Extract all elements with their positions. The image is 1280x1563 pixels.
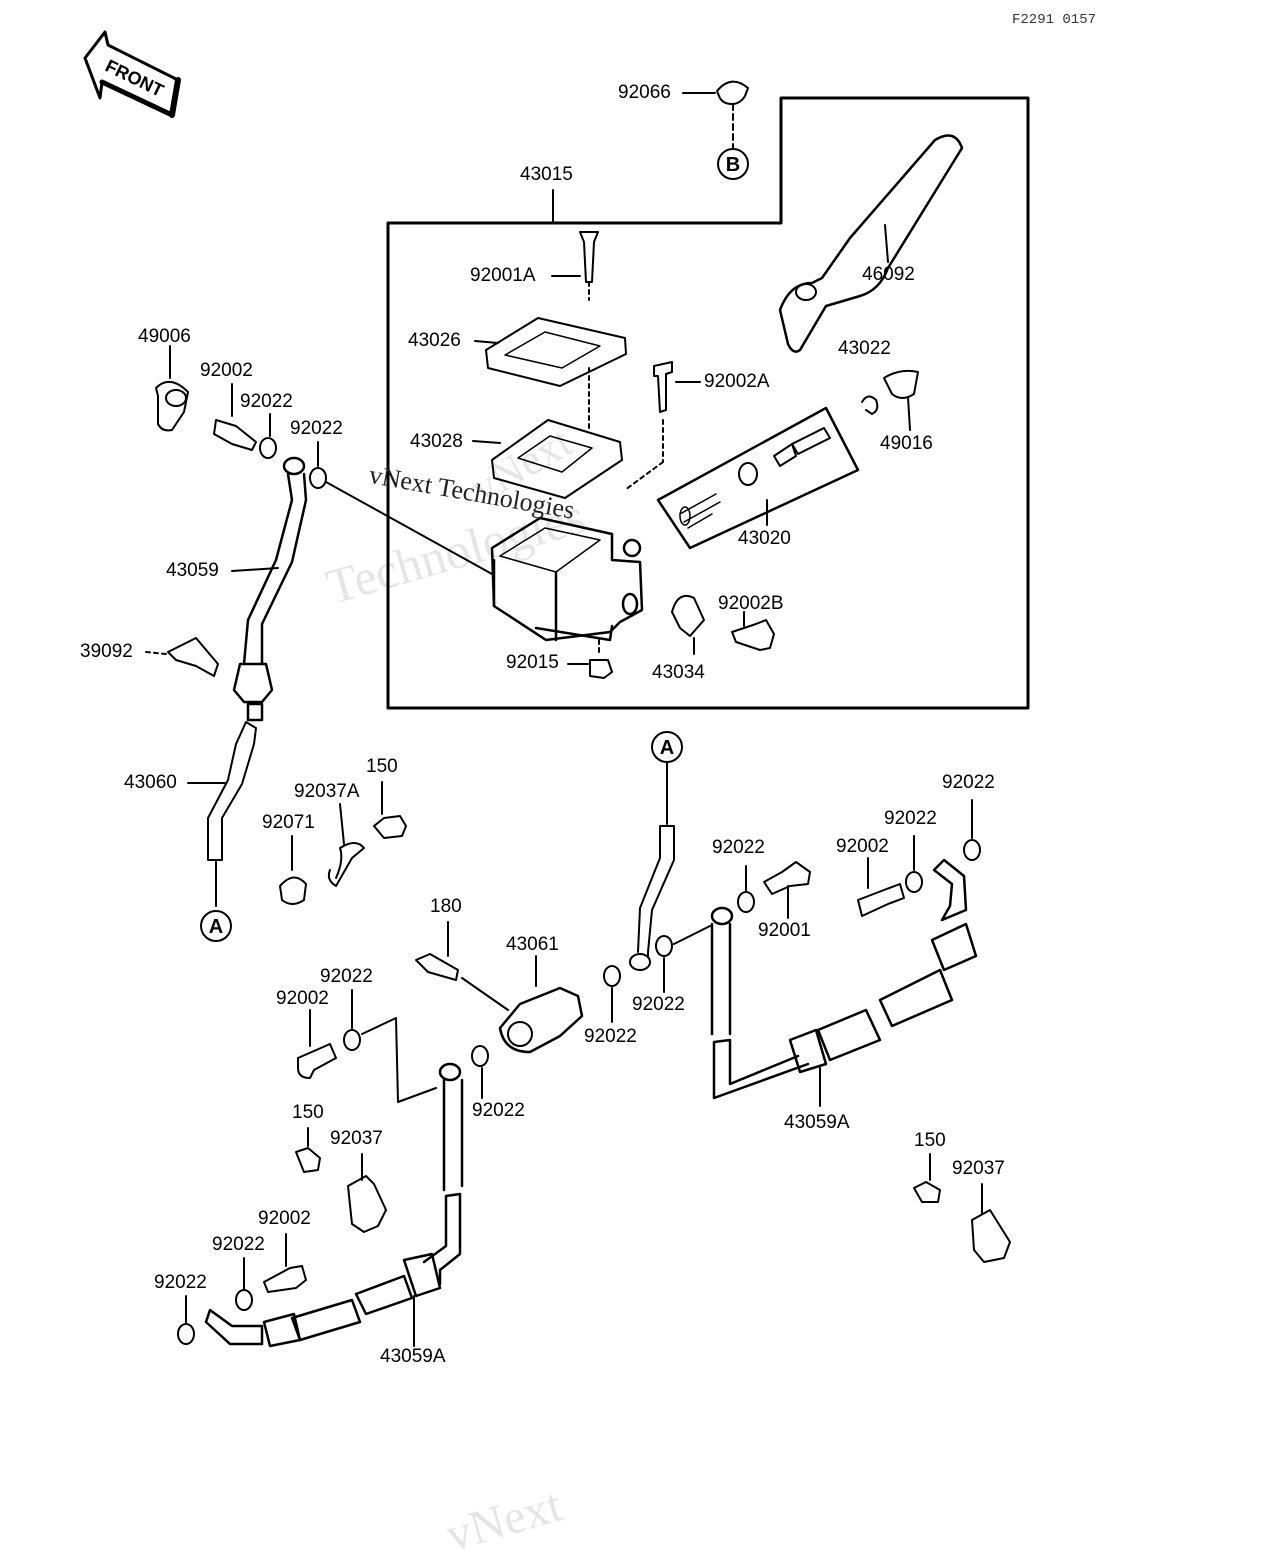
part-label-43026: 43026 (408, 330, 461, 351)
part-label-43060: 43060 (124, 772, 177, 793)
part-label-43061: 43061 (506, 934, 559, 955)
callout-a-left (201, 911, 231, 941)
part-label-92066: 92066 (618, 82, 671, 103)
piston-kit-box (658, 408, 858, 548)
part-label-46092: 46092 (862, 264, 915, 285)
part-label-39092: 39092 (80, 641, 133, 662)
part-label-49006: 49006 (138, 326, 191, 347)
part-label-43020: 43020 (738, 528, 791, 549)
diaphragm-icon (492, 420, 622, 498)
part-label-92022-upper-1: 92022 (240, 391, 293, 412)
part-label-92022-upper-2: 92022 (290, 418, 343, 439)
brake-hose-43059A-left-icon (206, 1064, 462, 1346)
part-label-92002A: 92002A (704, 371, 770, 392)
assembly-box-43015 (388, 98, 1028, 708)
part-label-49016: 49016 (880, 433, 933, 454)
part-label-43059: 43059 (166, 560, 219, 581)
part-label-92037A: 92037A (294, 781, 360, 802)
part-label-92022-right-3: 92022 (942, 772, 995, 793)
part-label-92071: 92071 (262, 812, 315, 833)
part-label-43034: 43034 (652, 662, 705, 683)
part-label-92002-mid: 92002 (276, 988, 329, 1009)
part-label-92022-lower-1: 92022 (212, 1234, 265, 1255)
part-label-92022-right-2: 92022 (884, 808, 937, 829)
reservoir-cap-icon (717, 82, 748, 104)
brake-lever-icon (780, 136, 962, 352)
reservoir-cover-icon (486, 318, 626, 386)
part-label-92022-mid-3: 92022 (584, 1026, 637, 1047)
part-label-92002-lower: 92002 (258, 1208, 311, 1229)
callout-a-right-letter: A (660, 737, 674, 759)
part-label-43028: 43028 (410, 431, 463, 452)
part-label-43022: 43022 (838, 338, 891, 359)
part-label-92015: 92015 (506, 652, 559, 673)
part-label-150-lower-right: 150 (914, 1130, 946, 1151)
part-label-92002-upper: 92002 (200, 360, 253, 381)
part-label-150-lower-left: 150 (292, 1102, 324, 1123)
front-arrow-icon (85, 32, 178, 115)
part-label-92002B: 92002B (718, 593, 784, 614)
brake-hose-43059A-right-icon (712, 860, 976, 1098)
part-label-92037-lower-left: 92037 (330, 1128, 383, 1149)
callout-a-left-letter: A (209, 916, 223, 938)
part-label-150-top: 150 (366, 756, 398, 777)
part-label-43015: 43015 (520, 164, 573, 185)
figure-code: F2291 0157 (1012, 12, 1097, 28)
part-label-180: 180 (430, 896, 462, 917)
part-label-43059A-right: 43059A (784, 1112, 850, 1133)
callout-b-letter: B (726, 154, 740, 176)
part-label-92002-right: 92002 (836, 836, 889, 857)
part-label-92022-right-1: 92022 (712, 837, 765, 858)
part-label-92001: 92001 (758, 920, 811, 941)
part-label-92022-mid-2: 92022 (632, 994, 685, 1015)
part-label-92022-mid-1: 92022 (320, 966, 373, 987)
brake-hose-43059-icon (234, 458, 306, 720)
master-cylinder-icon (492, 518, 642, 640)
part-label-43059A-left: 43059A (380, 1346, 446, 1367)
part-label-92022-lower-2: 92022 (154, 1272, 207, 1293)
brake-joint-icon (500, 988, 582, 1052)
part-label-92022-mid-4: 92022 (472, 1100, 525, 1121)
part-label-92037-lower-right: 92037 (952, 1158, 1005, 1179)
callout-b-circle (718, 149, 748, 179)
part-label-92001A: 92001A (470, 265, 536, 286)
